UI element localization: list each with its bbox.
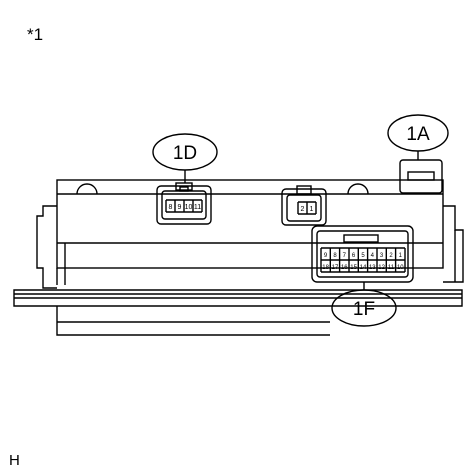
- pin-1F-top-4: 4: [371, 253, 375, 259]
- pin-1F-top-2: 2: [389, 253, 393, 259]
- callout-1D-label: 1D: [173, 143, 197, 164]
- pin-1F-bottom-11: 11: [388, 265, 395, 271]
- pin-1F-bottom-15: 15: [350, 265, 357, 271]
- pin-1F-bottom-16: 16: [341, 265, 348, 271]
- corner-label: *1: [27, 25, 44, 44]
- pin-1F-bottom-13: 13: [369, 265, 376, 271]
- pin-1F-bottom-18: 18: [322, 265, 329, 271]
- pin-1F-bottom-17: 17: [332, 265, 339, 271]
- pin-1F-top-1: 1: [399, 253, 403, 259]
- connector-1A-body: [399, 159, 443, 194]
- pin-small-2: 2: [301, 206, 305, 213]
- callout-1A-label: 1A: [406, 124, 430, 145]
- footer-label: H: [9, 452, 20, 469]
- pin-1D-10: 10: [185, 204, 193, 211]
- callout-1F-label: 1F: [353, 299, 375, 320]
- unit-housing: [36, 179, 464, 289]
- pin-1F-top-8: 8: [333, 253, 337, 259]
- pin-1F-bottom-10: 10: [397, 265, 404, 271]
- pin-1F-top-9: 9: [324, 253, 328, 259]
- connector-small-body: [281, 185, 327, 226]
- connector-1D-body: [156, 182, 212, 225]
- pin-1F-top-3: 3: [380, 253, 384, 259]
- pin-1F-top-6: 6: [352, 253, 356, 259]
- pin-1F-top-7: 7: [343, 253, 347, 259]
- pin-small-1: 1: [310, 206, 314, 213]
- pin-1D-11: 11: [194, 204, 201, 211]
- pin-1F-bottom-12: 12: [378, 265, 385, 271]
- pin-1F-bottom-14: 14: [360, 265, 367, 271]
- pin-1F-top-5: 5: [361, 253, 365, 259]
- front-bezel: [13, 289, 463, 336]
- connector-1F-body: [311, 225, 414, 283]
- pin-1D-8: 8: [169, 204, 173, 211]
- pin-1D-9: 9: [178, 204, 182, 211]
